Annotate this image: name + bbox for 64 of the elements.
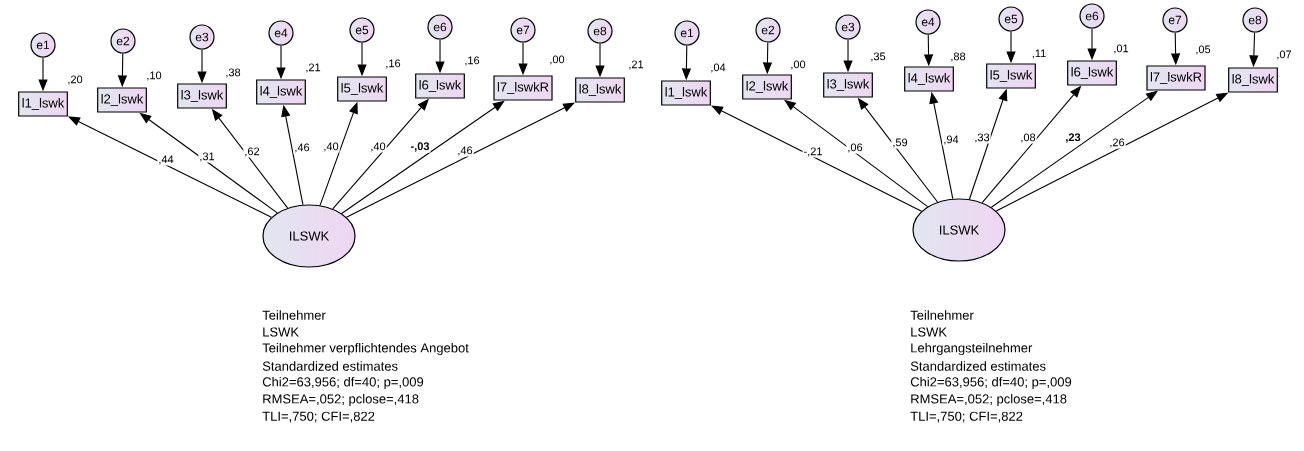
note-text: Teilnehmer verpflichtendes Angebot (262, 342, 469, 356)
variable-box: l1_lswk (661, 80, 711, 106)
note-text: Lehrgangsteilnehmer (911, 342, 1033, 356)
note-text: TLI=,750; CFI=,822 (262, 411, 375, 423)
variable-box: l1_lswk (18, 91, 68, 117)
variable-box: l4_lswk (256, 79, 306, 105)
variable-box: l2_lswk (97, 87, 147, 113)
r-squared-value: ,38 (226, 68, 241, 78)
edge-label: ,46 (293, 142, 311, 154)
edge-label: ,23 (1064, 132, 1082, 144)
r-squared-value: ,21 (629, 60, 644, 70)
note-text: RMSEA=,052; pclose=,418 (263, 393, 419, 407)
edge-label: ,26 (1108, 137, 1126, 149)
variable-box: l4_lswk (904, 66, 954, 92)
r-squared-value: ,00 (550, 55, 565, 65)
r-squared-value: ,11 (1032, 49, 1046, 59)
edge-label: ,62 (243, 146, 261, 158)
note-text: Teilnehmer (910, 310, 974, 320)
edge-label: ,46 (456, 145, 474, 157)
r-squared-value: ,07 (1277, 50, 1292, 60)
variable-box: l3_lswk (823, 72, 873, 98)
r-squared-value: ,10 (147, 71, 162, 81)
r-squared-value: ,21 (306, 63, 321, 73)
r-squared-value: ,16 (386, 59, 401, 69)
edge-label: ,40 (322, 141, 340, 153)
edge-label: ,94 (942, 134, 960, 146)
arrow (990, 90, 1158, 208)
note-text: Teilnehmer (262, 310, 326, 320)
r-squared-value: ,88 (951, 52, 966, 62)
variable-box: l5_lswk (337, 76, 387, 102)
note-text: Standardized estimates (262, 361, 398, 371)
variable-box: l5_lswk (986, 63, 1036, 89)
edge-label: ,31 (198, 151, 216, 163)
edge-label: ,08 (1019, 132, 1037, 144)
note-text: Standardized estimates (910, 361, 1046, 371)
note-text: Chi2=63,956; df=40; p=,009 (262, 376, 424, 390)
edge-label: ,40 (369, 141, 387, 153)
edge-label: ,06 (846, 142, 864, 154)
edge-label: -,21 (802, 146, 824, 158)
variable-box: l3_lswk (177, 83, 227, 109)
note-text: LSWK (911, 327, 947, 337)
arrow (341, 100, 505, 214)
r-squared-value: ,04 (711, 63, 726, 73)
r-squared-value: ,01 (1114, 44, 1129, 54)
variable-box: l7_lswkR (493, 75, 553, 101)
edge-label: ,44 (157, 154, 175, 166)
variable-box: l8_lswk (575, 77, 625, 103)
r-squared-value: ,16 (465, 56, 480, 66)
edge-label: ,33 (973, 132, 991, 144)
note-text: RMSEA=,052; pclose=,418 (911, 393, 1067, 407)
variable-box: l6_lswk (1067, 60, 1117, 86)
edge-label: ,59 (891, 137, 909, 149)
variable-box: l2_lswk (742, 74, 792, 100)
note-text: LSWK (263, 327, 299, 337)
variable-box: l6_lswk (415, 73, 465, 99)
edge-label: -,03 (409, 141, 431, 153)
note-text: Chi2=63,956; df=40; p=,009 (910, 376, 1072, 390)
variable-box: l8_lswk (1228, 67, 1278, 93)
note-text: TLI=,750; CFI=,822 (910, 411, 1023, 423)
r-squared-value: ,35 (871, 52, 886, 62)
r-squared-value: ,05 (1196, 45, 1211, 55)
r-squared-value: ,00 (791, 60, 806, 70)
r-squared-value: ,20 (68, 75, 83, 85)
variable-box: l7_lswkR (1146, 65, 1206, 91)
